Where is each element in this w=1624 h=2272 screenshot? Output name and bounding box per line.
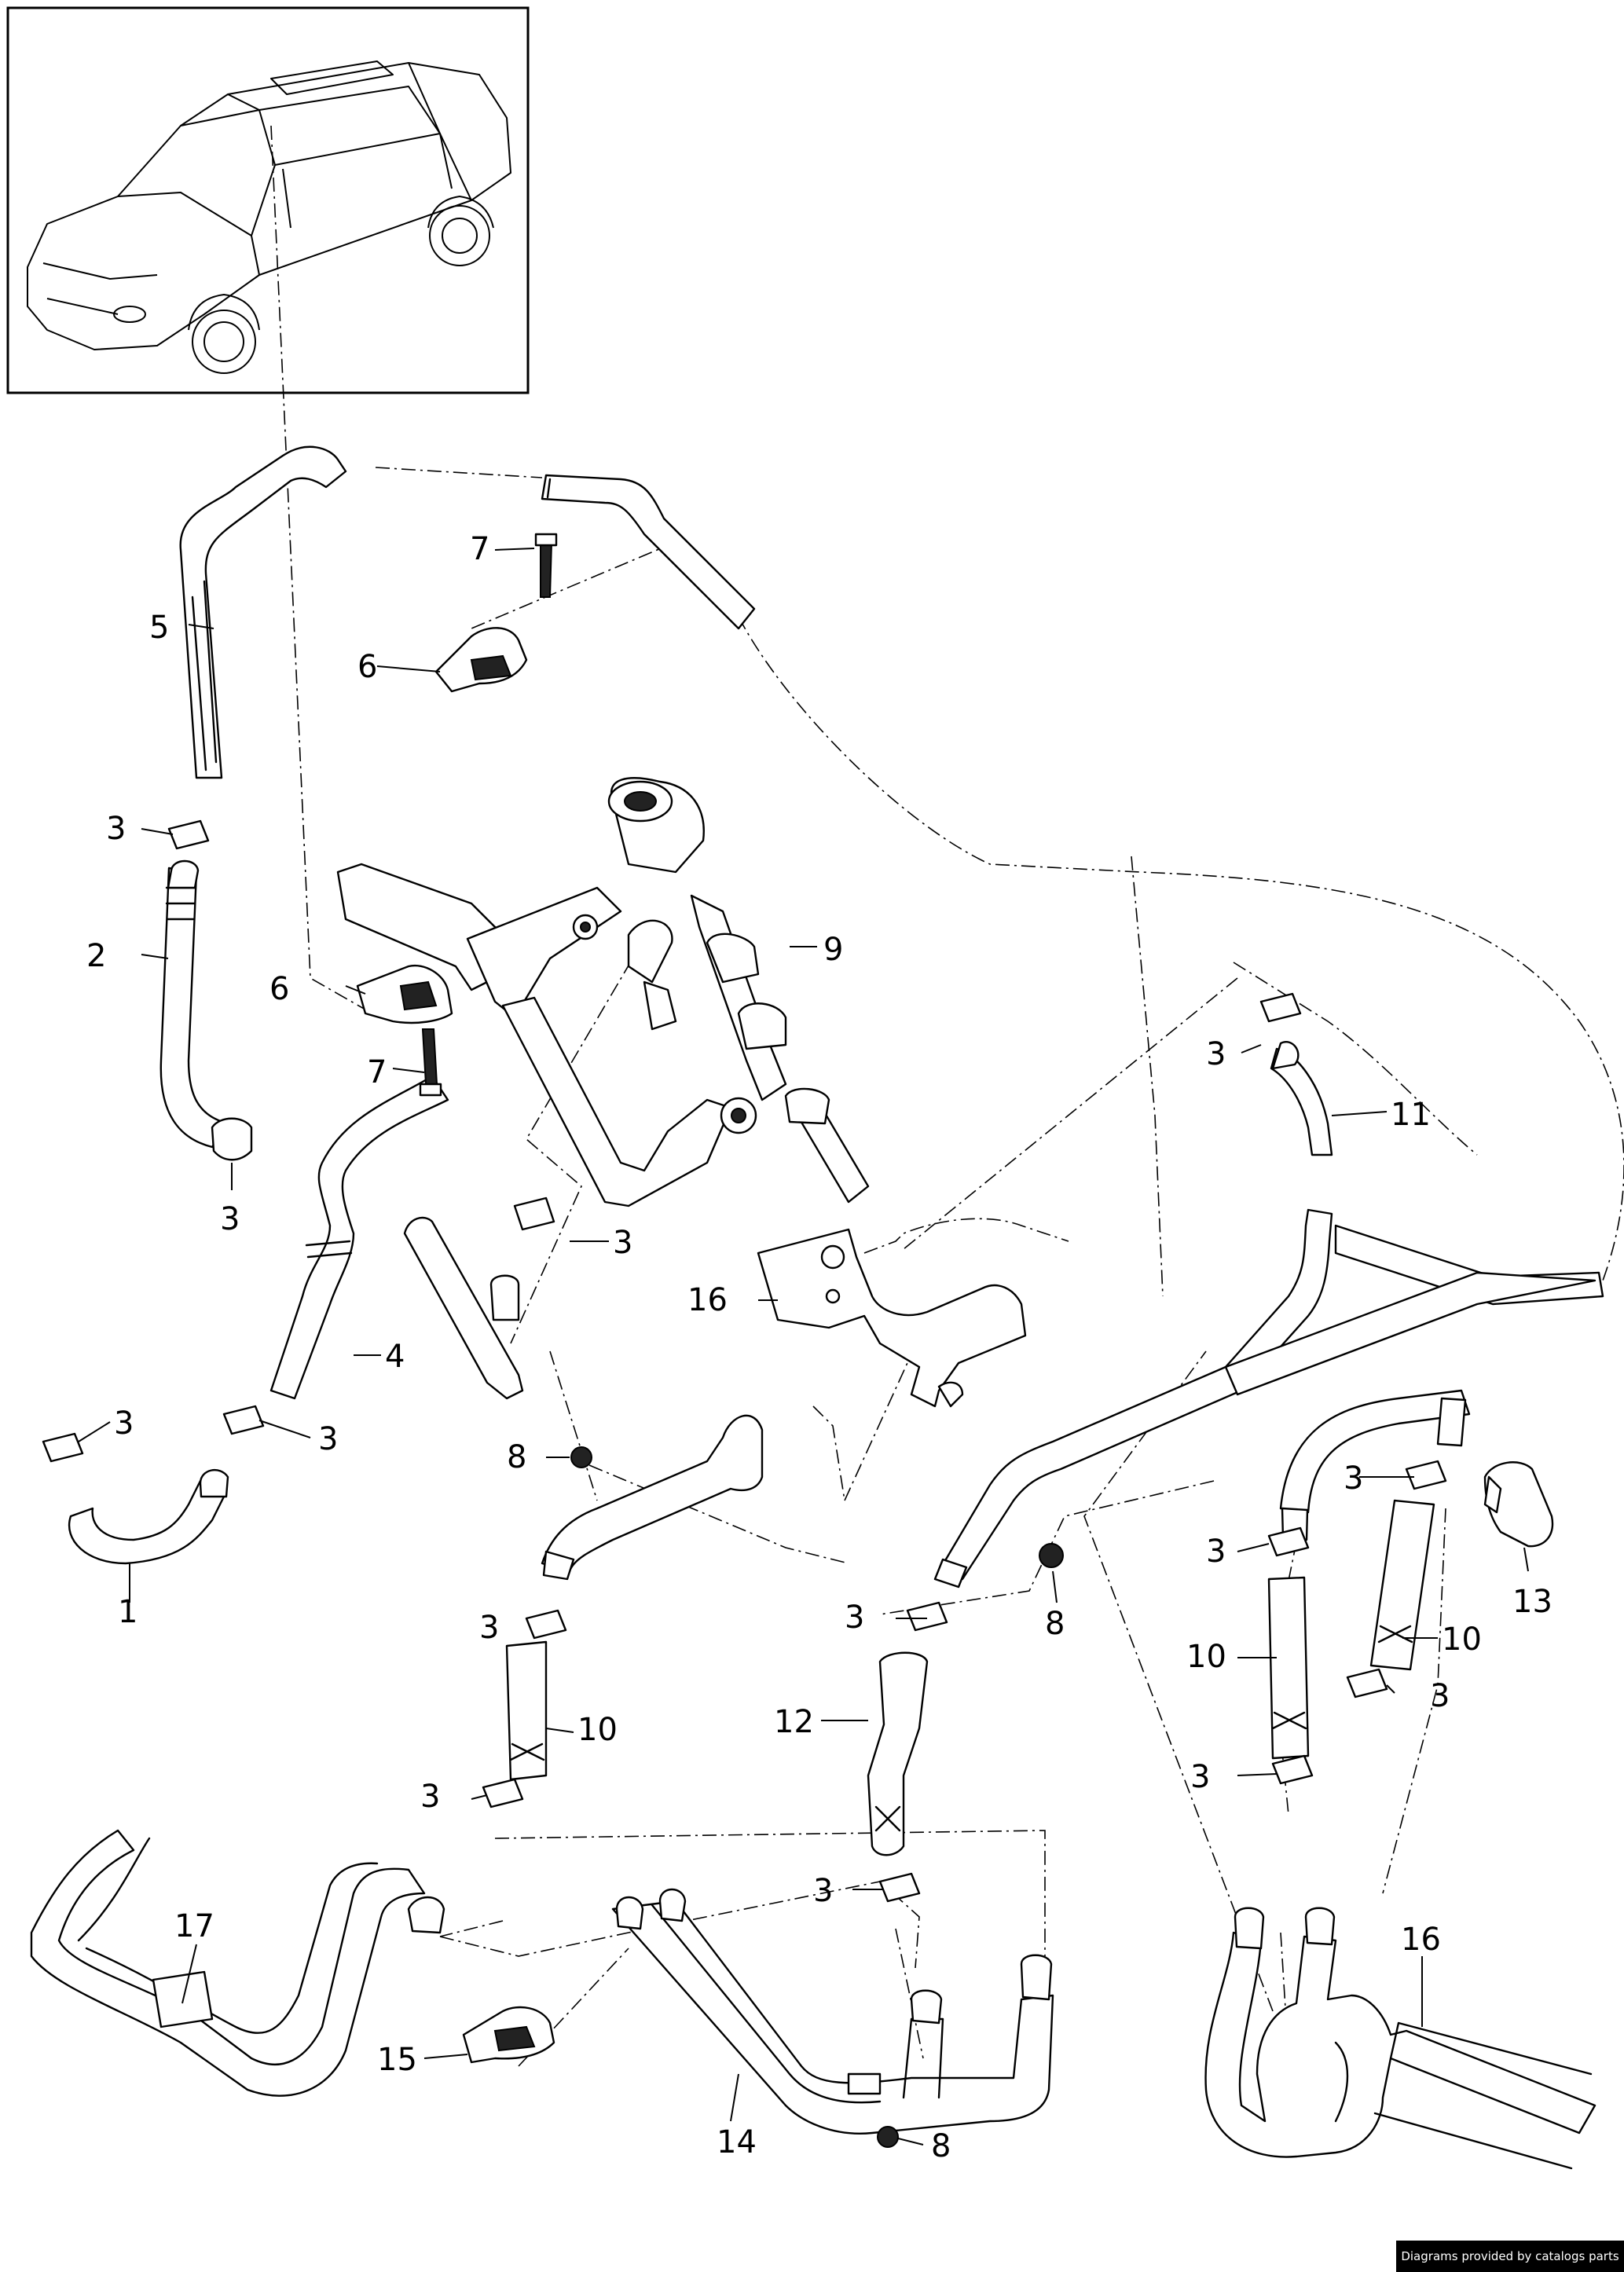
hose-center-pipe	[403, 1216, 524, 1400]
callout-17: 17	[174, 1908, 214, 1944]
callout-6-lower: 6	[269, 971, 289, 1007]
callout-3-f: 3	[318, 1421, 338, 1457]
hose-right-bend	[1279, 1389, 1471, 1541]
callout-15: 15	[377, 2042, 417, 2078]
hose-clips-3	[42, 819, 1447, 1903]
vehicle-thumbnail	[6, 6, 530, 394]
callout-3-g: 3	[1344, 1460, 1363, 1497]
callout-12: 12	[774, 1704, 814, 1740]
thumbnail-frame	[6, 6, 530, 394]
callout-13: 13	[1512, 1584, 1553, 1620]
callout-16-lower: 16	[1401, 1922, 1441, 1958]
callout-1: 1	[118, 1594, 137, 1630]
callout-3-l: 3	[1190, 1759, 1210, 1795]
callout-3-a: 3	[106, 811, 126, 847]
hose-5	[179, 445, 347, 779]
callout-6-upper: 6	[357, 649, 377, 685]
callout-2: 2	[86, 938, 106, 974]
callout-3-h: 3	[1206, 1534, 1226, 1570]
bolts-7	[419, 533, 558, 1097]
clamp-6-upper	[434, 627, 528, 693]
hose-10-right	[1369, 1499, 1435, 1671]
callout-3-j: 3	[479, 1610, 499, 1646]
hose-10-middle	[1267, 1576, 1310, 1760]
valve-assembly-9	[336, 777, 870, 1207]
callout-10-middle: 10	[1186, 1639, 1226, 1675]
footer-credit: Diagrams provided by catalogs parts	[1396, 2241, 1624, 2272]
callout-8-bottom: 8	[931, 2128, 951, 2164]
clamp-6-lower	[356, 964, 453, 1024]
clamp-15	[462, 2006, 555, 2064]
callout-3-i: 3	[845, 1600, 864, 1636]
hose-upper-right-section	[541, 474, 756, 630]
hose-long-right	[933, 1208, 1604, 1589]
callout-14: 14	[717, 2124, 757, 2160]
nuts-8	[570, 1446, 1064, 2148]
hose-12	[867, 1651, 929, 1856]
hose-mid-section	[541, 1414, 764, 1581]
callout-3-k: 3	[1430, 1678, 1450, 1714]
callout-labels: 7 5 6 3 2 9 6 7 3 11 3 3 16 4 3 3 8 3 3 …	[86, 531, 1553, 2164]
hose-10-left	[505, 1640, 548, 1781]
callout-3-b: 3	[1206, 1036, 1226, 1072]
hose-14	[611, 1888, 1054, 2135]
callout-10-right: 10	[1442, 1622, 1482, 1658]
callout-9: 9	[823, 932, 843, 968]
callout-16-upper: 16	[687, 1282, 728, 1318]
hose-1	[68, 1468, 229, 1565]
callout-3-m: 3	[420, 1779, 440, 1815]
callout-10-left: 10	[577, 1712, 618, 1748]
hose-2	[159, 859, 229, 1149]
callout-7-lower: 7	[367, 1054, 387, 1090]
callout-3-d: 3	[613, 1225, 632, 1261]
callout-8-mid: 8	[1045, 1606, 1065, 1642]
suv-outline-icon	[27, 60, 511, 374]
callout-8-left: 8	[507, 1439, 526, 1475]
bracket-16-upper	[757, 1228, 1027, 1408]
clamp-13	[1483, 1461, 1554, 1548]
assembly-lines	[270, 125, 1624, 2067]
callout-7-upper: 7	[470, 531, 489, 567]
callout-4: 4	[385, 1339, 405, 1375]
hose-11	[1270, 1041, 1333, 1156]
callout-5: 5	[149, 610, 169, 646]
callout-3-c: 3	[220, 1201, 240, 1237]
callout-11: 11	[1391, 1097, 1431, 1133]
hose-16-lower	[1204, 1907, 1597, 2170]
callout-3-e: 3	[114, 1405, 134, 1442]
leader-lines	[78, 548, 1529, 2146]
callout-3-n: 3	[813, 1873, 833, 1909]
